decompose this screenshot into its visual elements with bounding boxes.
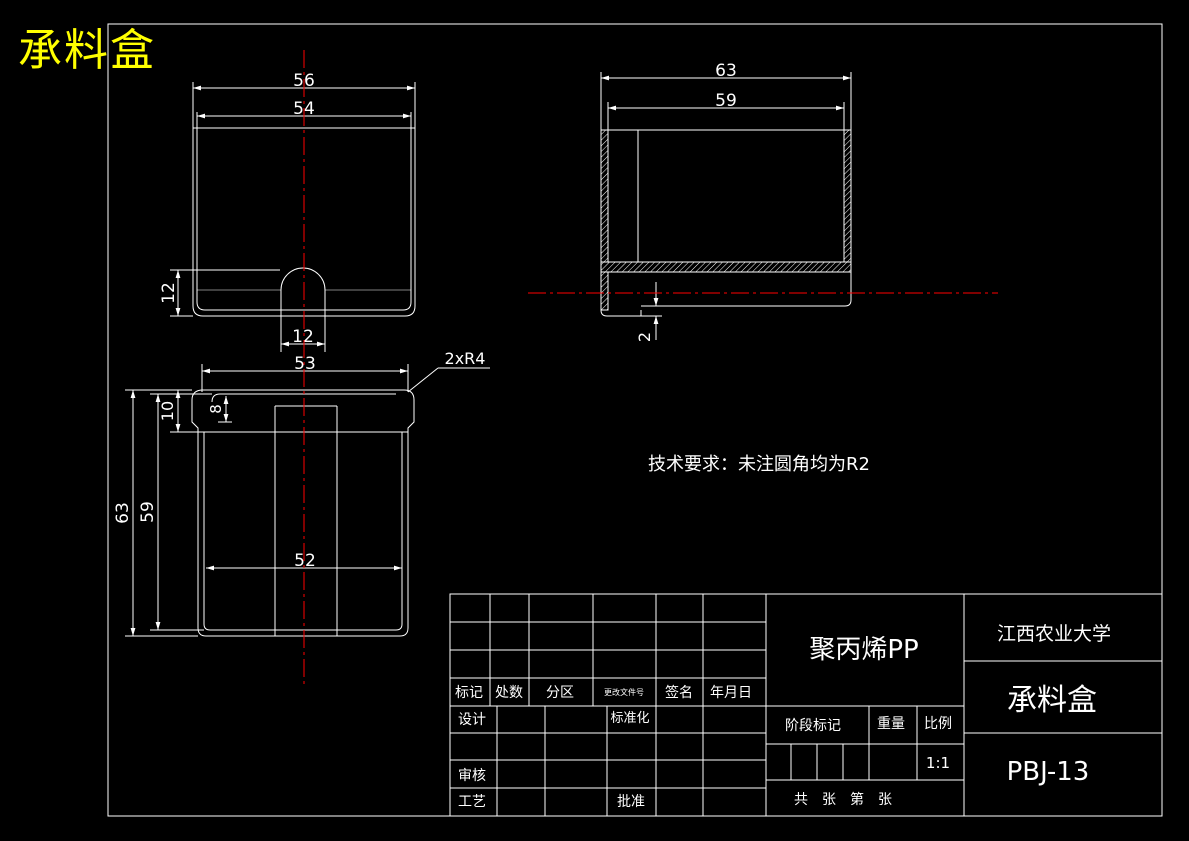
tb-school: 江西农业大学: [997, 623, 1111, 645]
section-dim-step: 2: [635, 332, 654, 342]
tb-material: 聚丙烯PP: [809, 635, 918, 665]
tb-label-date: 年月日: [710, 685, 752, 701]
title-block-text: 标记 处数 分区 更改文件号 签名 年月日 设计 标准化 审核 工艺 批准 聚丙…: [455, 623, 1111, 810]
tb-label-design: 设计: [458, 712, 486, 728]
tb-weight: 重量: [877, 716, 905, 732]
front-dim-bottom-width: 52: [294, 551, 316, 571]
tb-label-mark: 标记: [455, 685, 483, 701]
front-view: [125, 364, 490, 637]
section-dim-outer-width: 63: [715, 61, 737, 81]
front-dim-top-width: 53: [294, 354, 316, 374]
tb-label-review: 审核: [458, 768, 486, 784]
tb-part-name: 承料盒: [1007, 683, 1097, 718]
tb-label-count: 处数: [495, 685, 523, 701]
front-dim-inner-height: 59: [138, 501, 158, 523]
tb-label-signature: 签名: [665, 684, 693, 701]
sheet-border: [107, 23, 1163, 817]
drawing-title: 承料盒: [18, 25, 156, 76]
top-view: [170, 82, 416, 352]
front-dim-rim: 10: [158, 401, 177, 421]
tb-scale-label: 比例: [924, 716, 952, 732]
tb-label-change-doc: 更改文件号: [604, 687, 644, 697]
front-dim-outer-height: 63: [113, 502, 133, 524]
title-block: [449, 593, 1163, 817]
tb-label-standardize: 标准化: [610, 711, 649, 726]
front-dim-radius: 2xR4: [445, 349, 486, 368]
front-dim-inner-rim: 8: [207, 404, 225, 414]
tb-label-zone: 分区: [546, 685, 574, 701]
tb-sheets: 共 张 第 张: [794, 791, 892, 808]
tb-stage-mark: 阶段标记: [785, 718, 841, 734]
top-dim-notch-width: 12: [292, 327, 314, 347]
tb-label-approve: 批准: [617, 794, 645, 810]
top-dim-notch-height: 12: [159, 282, 179, 304]
tb-scale: 1:1: [926, 754, 950, 772]
tb-drawing-no: PBJ-13: [1007, 757, 1090, 787]
tb-label-process: 工艺: [458, 794, 486, 810]
section-view: [600, 72, 852, 340]
section-dim-inner-width: 59: [715, 91, 737, 111]
technical-note: 技术要求：未注圆角均为R2: [648, 454, 870, 475]
